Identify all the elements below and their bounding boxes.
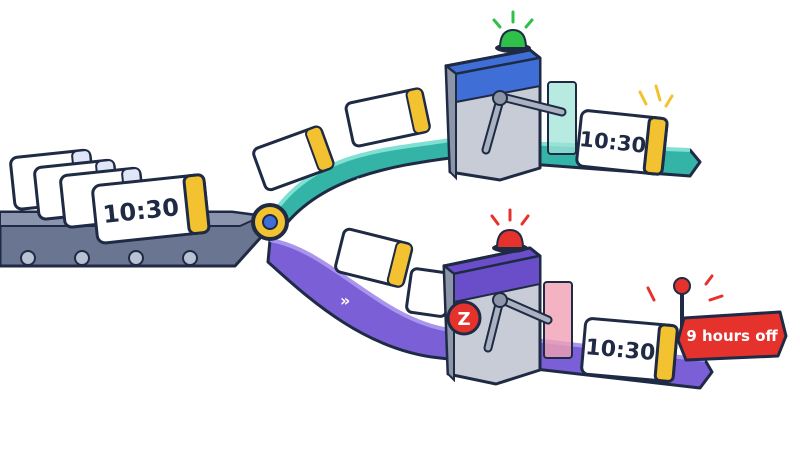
traveling-ticket: [334, 227, 414, 288]
source-ticket: 10:30: [91, 173, 211, 245]
success-sparkle-icon: [638, 84, 674, 108]
offset-warning-text: 9 hours off: [686, 327, 778, 345]
rejected-ticket-time: 10:30: [584, 335, 656, 366]
flow-arrow-icon: »: [356, 171, 366, 190]
timezone-badge-letter: Z: [457, 309, 470, 330]
junction-node: [251, 203, 289, 241]
traveling-ticket: [252, 125, 335, 192]
red-light-icon: [495, 228, 525, 249]
accepted-gate: [444, 10, 577, 182]
alert-sparkle-icon: [646, 274, 724, 302]
timezone-badge: [446, 300, 482, 336]
rejected-gate: Z: [442, 208, 573, 386]
offset-warning-flag: 9 hours off: [673, 277, 788, 362]
rejected-ticket: 10:30: [580, 317, 679, 383]
accepted-ticket: 10:30: [575, 109, 669, 176]
green-light-icon: [498, 28, 528, 49]
traveling-ticket: [344, 87, 431, 148]
flow-arrow-icon: »: [340, 291, 350, 310]
